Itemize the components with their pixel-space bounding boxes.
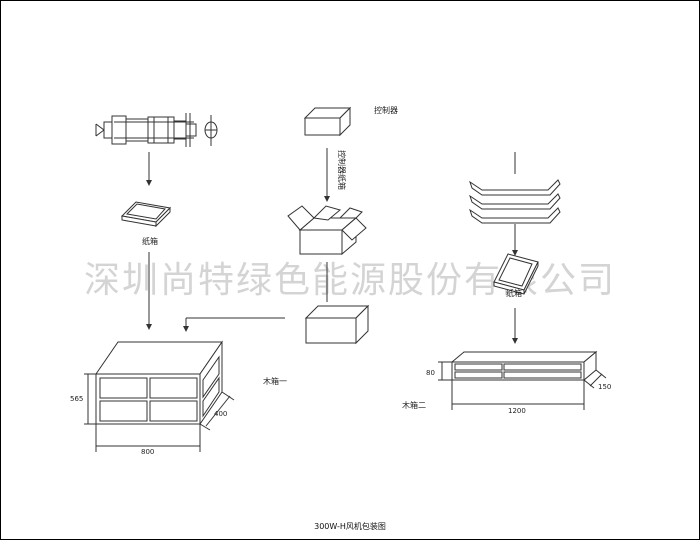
dim-line: [199, 423, 211, 431]
turbine-generator-drawing: [95, 113, 218, 147]
carton2-drawing: [493, 253, 539, 295]
arrowhead: [146, 324, 152, 330]
blades-drawing: [469, 179, 561, 224]
wood-box1-drawing: [95, 340, 223, 426]
wood-box1-label: 木箱一: [263, 376, 287, 386]
controller-label: 控制器: [374, 105, 398, 115]
controller-box-drawing: [303, 106, 352, 137]
arrowhead: [146, 180, 152, 186]
wood-box2-drawing: [450, 350, 598, 382]
box2-width-dim: 1200: [508, 407, 526, 415]
diagram-caption: 300W-H风机包装图: [314, 521, 386, 531]
dim-line: [583, 379, 595, 389]
open-carton-drawing: [287, 205, 367, 256]
arrowhead: [512, 338, 518, 344]
dim-line: [205, 395, 231, 427]
carton1-drawing: [120, 201, 172, 228]
arrowhead: [183, 326, 189, 332]
box1-depth-dim: 400: [214, 410, 227, 418]
box1-height-dim: 565: [70, 395, 83, 403]
closed-carton-drawing: [304, 304, 370, 345]
box2-depth-dim: 150: [598, 383, 611, 391]
carton1-label: 纸箱: [142, 236, 158, 246]
dim-line: [595, 369, 607, 379]
box2-height-dim: 80: [426, 369, 435, 377]
controller-carton-label: 控制器纸箱: [337, 150, 347, 190]
arrowhead: [512, 250, 518, 256]
box1-width-dim: 800: [141, 448, 154, 456]
wood-box2-label: 木箱二: [402, 400, 426, 410]
arrowhead: [324, 196, 330, 202]
dim-line: [589, 373, 603, 387]
dim-line: [221, 391, 235, 401]
carton2-label: 纸箱: [506, 288, 522, 298]
